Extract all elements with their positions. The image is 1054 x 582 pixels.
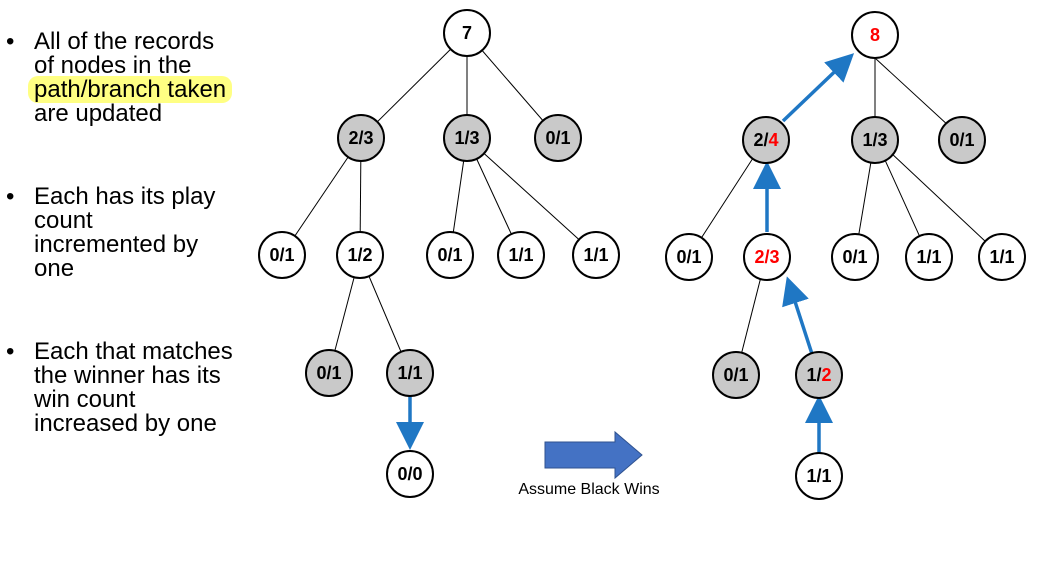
node-label: 1/3 xyxy=(454,128,479,148)
node-after-l2-b: 2/3 xyxy=(743,233,791,281)
node-label-updated: 2/3 xyxy=(754,247,779,267)
node-label: 1/1 xyxy=(989,247,1014,267)
edge xyxy=(874,137,1003,258)
svg-text:1/2: 1/2 xyxy=(806,365,831,385)
node-before-l1-a: 2/3 xyxy=(337,114,385,162)
caption-assume-black-wins: Assume Black Wins xyxy=(518,481,659,498)
node-label: 1/1 xyxy=(806,466,831,486)
bullet-1-line-3-highlighted: path/branch taken xyxy=(28,76,233,103)
before-tree-edges xyxy=(281,32,597,374)
node-label: 1/1 xyxy=(397,363,422,383)
bullet-3-line-4: increased by one xyxy=(34,410,217,437)
node-label: 0/1 xyxy=(316,363,341,383)
node-before-l2-e: 1/1 xyxy=(572,231,620,279)
bullet-3-line-2: the winner has its xyxy=(34,362,221,389)
node-after-l1-b: 1/3 xyxy=(851,116,899,164)
node-label: 2/3 xyxy=(348,128,373,148)
node-after-root: 8 xyxy=(851,11,899,59)
bullet-dot: • xyxy=(6,183,15,210)
svg-text:2/4: 2/4 xyxy=(753,130,778,150)
node-label: 7 xyxy=(462,23,472,43)
bullet-2-line-2: count xyxy=(34,207,93,234)
node-label: 0/1 xyxy=(949,130,974,150)
node-before-l3-b: 1/1 xyxy=(386,349,434,397)
node-after-l3-a: 0/1 xyxy=(712,351,760,399)
bullet-dot: • xyxy=(6,28,15,55)
node-label: 1/1 xyxy=(916,247,941,267)
bullet-1-line-1: All of the records xyxy=(34,28,215,55)
node-label: 0/1 xyxy=(545,128,570,148)
node-before-l1-c: 0/1 xyxy=(534,114,582,162)
bullet-2-line-1: Each has its play xyxy=(34,183,216,210)
node-label: 0/1 xyxy=(676,247,701,267)
node-after-l2-a: 0/1 xyxy=(665,233,713,281)
node-after-l2-e: 1/1 xyxy=(978,233,1026,281)
node-after-l1-c: 0/1 xyxy=(938,116,986,164)
node-before-l4-new: 0/0 xyxy=(386,450,434,498)
bullet-3-line-3: win count xyxy=(34,386,136,413)
node-label: 0/1 xyxy=(437,245,462,265)
node-label: 0/1 xyxy=(842,247,867,267)
node-label-updated: 4 xyxy=(769,130,779,150)
bullet-2-line-4: one xyxy=(34,255,75,282)
node-label: 2/ xyxy=(753,130,768,150)
node-label: 1/2 xyxy=(347,245,372,265)
bullet-1-line-4: are updated xyxy=(34,100,163,127)
node-before-l1-b: 1/3 xyxy=(443,114,491,162)
node-before-l3-a: 0/1 xyxy=(305,349,353,397)
node-after-l2-c: 0/1 xyxy=(831,233,879,281)
node-after-l2-d: 1/1 xyxy=(905,233,953,281)
node-label: 0/0 xyxy=(397,464,422,484)
bullet-3-line-1: Each that matches xyxy=(34,338,233,365)
node-label: 0/1 xyxy=(723,365,748,385)
node-after-l1-a: 2/4 xyxy=(742,116,790,164)
node-after-l4: 1/1 xyxy=(795,452,843,500)
before-tree-nodes: 7 2/3 1/3 0/1 0/1 1/2 0/1 1/1 xyxy=(258,9,620,498)
bullet-2-line-3: incremented by xyxy=(34,231,199,258)
node-label-updated: 8 xyxy=(870,25,880,45)
after-tree-blue-arrows xyxy=(753,53,855,453)
edge xyxy=(466,137,597,256)
node-label: 1/1 xyxy=(583,245,608,265)
node-label: 1/1 xyxy=(508,245,533,265)
node-label-updated: 2 xyxy=(822,365,832,385)
after-tree-nodes: 8 2/4 1/3 0/1 0/1 2/3 0/1 1/1 xyxy=(665,11,1026,500)
node-before-l2-a: 0/1 xyxy=(258,231,306,279)
bullet-1-line-2: of nodes in the xyxy=(34,52,192,79)
after-tree-edges xyxy=(688,57,1003,376)
blue-arrow-to-root xyxy=(781,53,855,123)
transition-arrow xyxy=(544,430,643,480)
node-before-l2-d: 1/1 xyxy=(497,231,545,279)
node-after-l3-b: 1/2 xyxy=(795,351,843,399)
node-before-l2-b: 1/2 xyxy=(336,231,384,279)
node-label: 1/3 xyxy=(862,130,887,150)
bullet-dot: • xyxy=(6,338,15,365)
node-before-root: 7 xyxy=(443,9,491,57)
node-label: 0/1 xyxy=(269,245,294,265)
node-label: 1/ xyxy=(806,365,821,385)
node-before-l2-c: 0/1 xyxy=(426,231,474,279)
edge xyxy=(360,32,468,139)
blue-arrow-to-l2 xyxy=(782,276,814,355)
